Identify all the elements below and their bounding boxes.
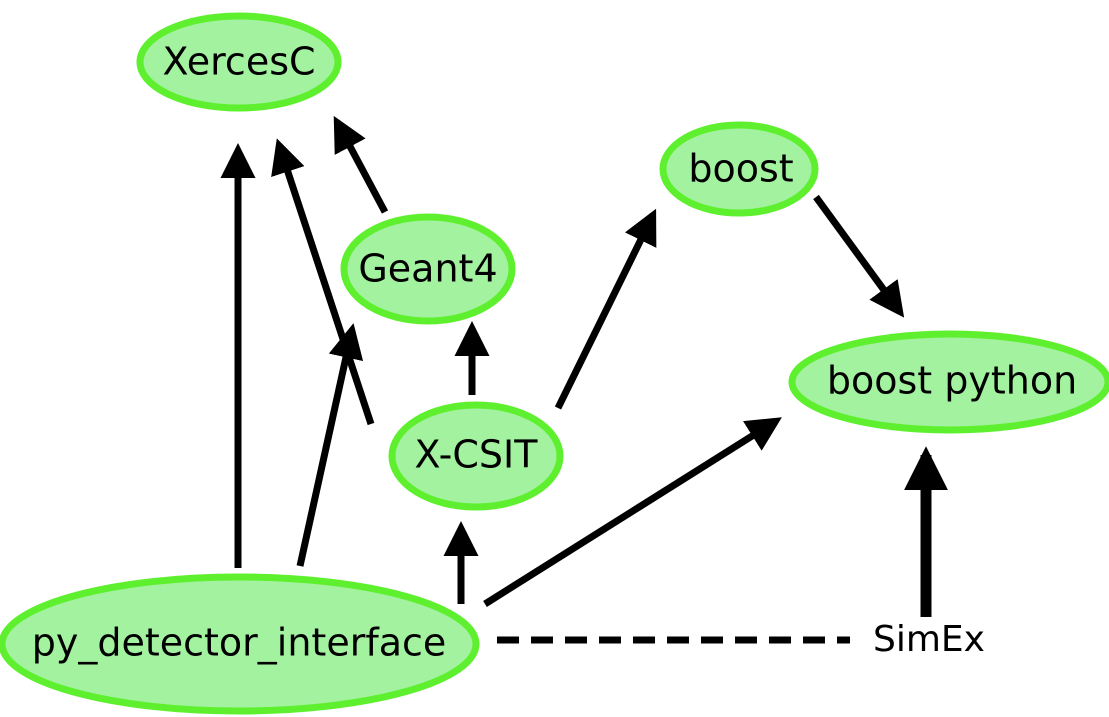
node-boost-label: boost — [688, 147, 793, 191]
node-boost[interactable]: boost — [659, 121, 819, 217]
node-py-detector-interface-shape — [0, 573, 480, 715]
edge-py-detector-interface-to-geant4 — [296, 323, 364, 567]
node-xercesc-label: XercesC — [162, 40, 315, 84]
edge-py-detector-interface-to-boost-python — [483, 417, 782, 607]
node-geant4-label: Geant4 — [358, 247, 497, 291]
node-xcsit-label: X-CSIT — [415, 433, 539, 477]
edge-xcsit-to-xercesc — [271, 138, 375, 426]
edge-boost-to-boost-python — [813, 194, 905, 318]
edge-geant4-to-xercesc — [333, 115, 389, 214]
edge-xcsit-to-boost — [554, 208, 657, 410]
node-boost-python-shape — [788, 330, 1109, 434]
node-xcsit-shape — [388, 401, 564, 511]
node-boost-python[interactable]: boost python — [788, 330, 1109, 434]
node-xcsit[interactable]: X-CSIT — [388, 401, 564, 511]
node-py-detector-interface-label: py_detector_interface — [32, 621, 447, 665]
node-geant4[interactable]: Geant4 — [340, 213, 516, 325]
node-xercesc-shape — [136, 12, 342, 112]
node-geant4-shape — [340, 213, 516, 325]
node-xercesc[interactable]: XercesC — [136, 12, 342, 112]
node-boost-python-label: boost python — [827, 359, 1077, 403]
simex-label-group: SimEx — [873, 619, 985, 660]
node-boost-shape — [659, 121, 819, 217]
simex-label: SimEx — [873, 619, 985, 660]
edges — [220, 115, 948, 644]
node-py-detector-interface[interactable]: py_detector_interface — [0, 573, 480, 715]
